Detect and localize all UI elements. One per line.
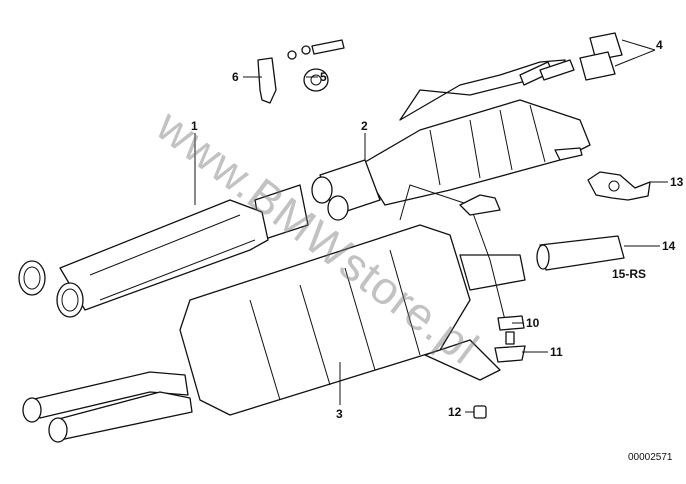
part-13-rubber-hanger[interactable] bbox=[587, 171, 651, 201]
callout-15-rs: 15-RS bbox=[612, 267, 647, 281]
leader-lines bbox=[194, 39, 668, 413]
part-5-rubber-mount[interactable] bbox=[303, 68, 329, 92]
drawing-number: 00002571 bbox=[628, 452, 673, 463]
part-4-sleeves[interactable] bbox=[579, 32, 623, 81]
part-hanger-bracket[interactable] bbox=[399, 184, 526, 419]
callout-14: 14 bbox=[662, 239, 676, 253]
callout-6: 6 bbox=[232, 70, 239, 84]
part-6-bracket[interactable] bbox=[257, 57, 277, 104]
part-14-sleeve[interactable] bbox=[536, 235, 625, 271]
part-1-front-silencer[interactable] bbox=[18, 184, 309, 318]
callout-4: 4 bbox=[656, 38, 663, 52]
callout-3: 3 bbox=[336, 407, 343, 421]
callout-5: 5 bbox=[320, 70, 327, 84]
callout-1: 1 bbox=[191, 119, 198, 133]
callout-2: 2 bbox=[361, 119, 368, 133]
part-2-center-silencer[interactable] bbox=[311, 59, 591, 221]
part-washer-bolt[interactable] bbox=[287, 39, 345, 60]
callout-13: 13 bbox=[670, 175, 684, 189]
callout-12: 12 bbox=[448, 405, 462, 419]
callout-11: 11 bbox=[550, 345, 563, 359]
callout-10: 10 bbox=[526, 316, 540, 330]
part-3-rear-silencer[interactable] bbox=[22, 224, 526, 443]
